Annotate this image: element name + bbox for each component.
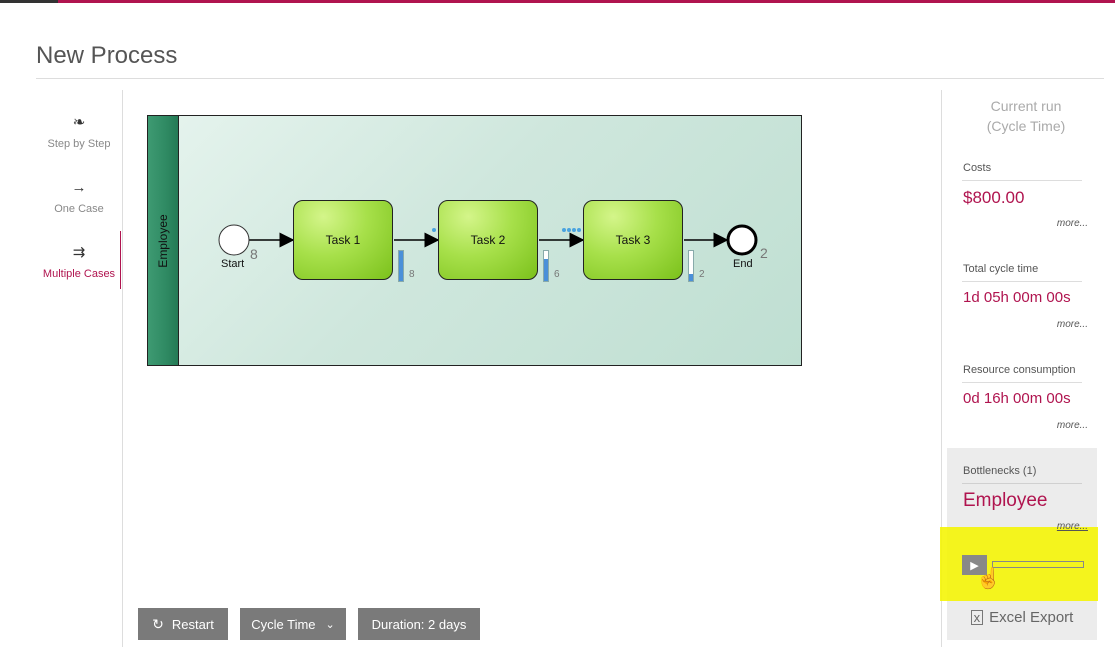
bottlenecks-more-link[interactable]: more... — [1056, 521, 1088, 532]
cycle-time-label: Cycle Time — [251, 616, 316, 632]
queue-fill — [399, 251, 403, 281]
restart-label: Restart — [171, 616, 214, 632]
resource-label: Resource consumption — [963, 364, 1076, 376]
queue-bar — [543, 250, 549, 282]
queue-fill — [544, 258, 548, 281]
queue-count: 2 — [699, 269, 705, 280]
page-title: New Process — [36, 42, 178, 69]
right-divider — [941, 90, 942, 647]
mode-one-case[interactable]: → One Case — [36, 177, 122, 215]
bottlenecks-value: Employee — [963, 490, 1048, 511]
restart-icon: ↻ — [152, 615, 164, 632]
flow-connectors — [218, 203, 758, 256]
play-button[interactable]: ▶ — [962, 555, 987, 575]
chevron-down-icon: ⌄ — [325, 618, 335, 631]
token-dot — [572, 228, 576, 232]
metric-divider — [962, 180, 1082, 181]
task-1[interactable]: Task 1 — [293, 200, 393, 280]
queue-fill — [689, 273, 693, 281]
end-event — [726, 224, 758, 256]
queue-count: 6 — [554, 269, 560, 280]
top-dark-bar — [0, 0, 58, 3]
excel-export-label: Excel Export — [989, 608, 1074, 626]
start-count: 8 — [250, 246, 258, 262]
resource-value: 0d 16h 00m 00s — [963, 390, 1071, 407]
duration-button[interactable]: Duration: 2 days — [358, 608, 480, 640]
mode-label: Multiple Cases — [42, 268, 116, 280]
metric-divider — [962, 281, 1082, 282]
title-divider — [36, 78, 1104, 79]
left-divider — [122, 90, 123, 647]
costs-value: $800.00 — [963, 188, 1025, 207]
mode-multiple-cases[interactable]: ⇉ Multiple Cases — [36, 242, 122, 280]
queue-bar — [398, 250, 404, 282]
top-accent-bar — [0, 0, 1115, 3]
metric-divider — [962, 382, 1082, 383]
end-count: 2 — [760, 245, 768, 261]
duration-label: Duration: 2 days — [371, 616, 467, 632]
restart-button[interactable]: ↻ Restart — [138, 608, 228, 640]
excel-icon: x — [970, 609, 984, 625]
current-run-label: Current run — [990, 98, 1062, 114]
current-run-subtitle: (Cycle Time) — [986, 118, 1066, 134]
start-event — [218, 224, 250, 256]
process-diagram[interactable]: Employee Start 8 End 2 Task 1 Task 2 Tas… — [147, 115, 802, 366]
queue-bar — [688, 250, 694, 282]
mode-label: Step by Step — [47, 138, 111, 150]
end-label: End — [733, 258, 753, 270]
token-dot — [562, 228, 566, 232]
token-dot — [577, 228, 581, 232]
start-label: Start — [221, 258, 245, 270]
lane-header[interactable]: Employee — [148, 116, 179, 365]
resource-more-link[interactable]: more... — [1056, 420, 1088, 431]
footsteps-icon: ❧ — [72, 114, 86, 131]
metric-divider — [962, 483, 1082, 484]
queue-count: 8 — [409, 269, 415, 280]
token-dot — [432, 228, 436, 232]
task-2[interactable]: Task 2 — [438, 200, 538, 280]
cycle-time-value: 1d 05h 00m 00s — [963, 289, 1071, 306]
bottlenecks-label: Bottlenecks (1) — [963, 465, 1037, 477]
mode-label: One Case — [54, 203, 104, 215]
active-mode-indicator — [120, 231, 121, 289]
costs-label: Costs — [963, 162, 992, 174]
arrow-right-icon: → — [71, 179, 87, 196]
mode-step-by-step[interactable]: ❧ Step by Step — [36, 112, 122, 150]
cycle-time-label: Total cycle time — [963, 263, 1039, 275]
playback-slider[interactable] — [992, 561, 1084, 568]
cycle-time-dropdown[interactable]: Cycle Time ⌄ — [240, 608, 346, 640]
task-3[interactable]: Task 3 — [583, 200, 683, 280]
current-run-title: Current run (Cycle Time) — [955, 96, 1097, 136]
excel-export-button[interactable]: x Excel Export — [947, 602, 1097, 632]
cycle-time-more-link[interactable]: more... — [1056, 319, 1088, 330]
hand-cursor-icon: ☝ — [976, 568, 1001, 590]
multiple-arrows-icon: ⇉ — [72, 244, 86, 261]
token-dot — [567, 228, 571, 232]
costs-more-link[interactable]: more... — [1056, 218, 1088, 229]
